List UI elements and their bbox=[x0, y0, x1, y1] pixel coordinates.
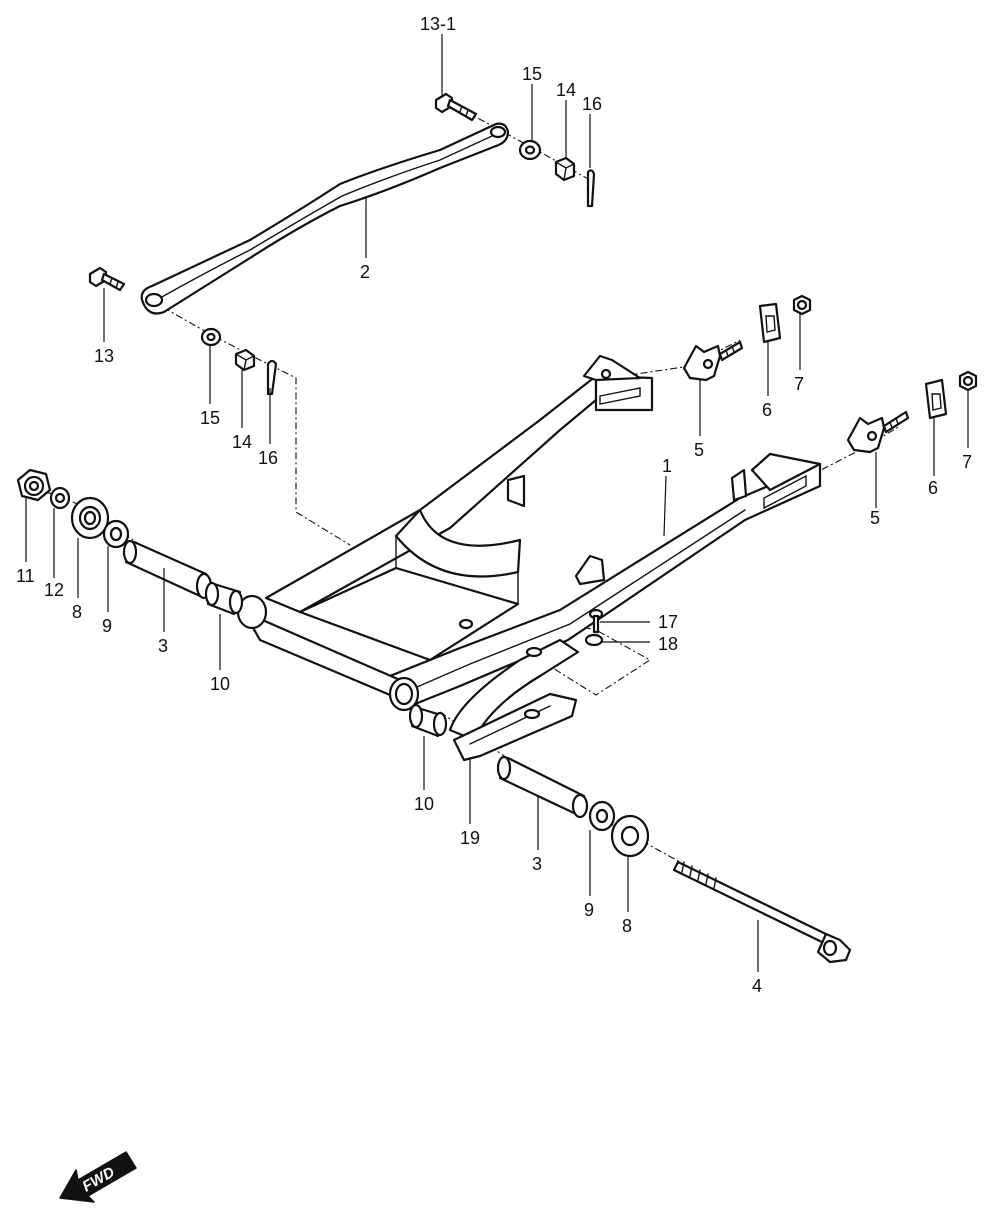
swingarm bbox=[236, 354, 822, 712]
callout-11: 11 bbox=[16, 566, 35, 586]
callout-2: 2 bbox=[360, 262, 370, 282]
dust-seal-8-left bbox=[70, 496, 110, 540]
nut-7-upper bbox=[792, 294, 812, 316]
callout-9-left: 9 bbox=[102, 616, 112, 636]
callout-4: 4 bbox=[752, 976, 762, 996]
callout-5-upper: 5 bbox=[694, 440, 704, 460]
callout-3-left: 3 bbox=[158, 636, 168, 656]
washer-9-left bbox=[102, 519, 130, 549]
pivot-bolt-4 bbox=[672, 860, 852, 964]
chain-adjuster-5-lower bbox=[846, 410, 910, 454]
washer-9-right bbox=[588, 800, 616, 832]
callout-13-1: 13-1 bbox=[420, 14, 456, 34]
callout-13: 13 bbox=[94, 346, 114, 366]
cotter-pin-16-lower bbox=[266, 359, 278, 396]
needle-bearing-10-left bbox=[204, 581, 244, 616]
callout-14-upper: 14 bbox=[556, 80, 576, 100]
fwd-direction-indicator: FWD bbox=[59, 1151, 137, 1203]
callout-16-lower: 16 bbox=[258, 448, 278, 468]
callout-7-lower: 7 bbox=[962, 452, 972, 472]
callout-5-lower: 5 bbox=[870, 508, 880, 528]
callout-14-lower: 14 bbox=[232, 432, 252, 452]
callout-3-right: 3 bbox=[532, 854, 542, 874]
torque-link bbox=[140, 122, 510, 315]
nut-7-lower bbox=[958, 370, 978, 392]
callout-6-upper: 6 bbox=[762, 400, 772, 420]
callout-12: 12 bbox=[44, 580, 64, 600]
chain-adjuster-5-upper bbox=[682, 340, 744, 382]
collar-3-right bbox=[496, 755, 589, 819]
cotter-pin-16-upper bbox=[586, 169, 596, 208]
arrow-left-down-icon bbox=[59, 1151, 137, 1203]
adjuster-plate-6-upper bbox=[758, 302, 782, 344]
washer-15-upper bbox=[518, 139, 542, 161]
callout-labels: 13-1 15 14 16 2 13 15 14 16 5 6 7 1 5 6 … bbox=[16, 14, 972, 996]
nut-11 bbox=[16, 468, 52, 502]
adjuster-plate-6-lower bbox=[924, 378, 948, 420]
callout-18: 18 bbox=[658, 634, 678, 654]
needle-bearing-10-right bbox=[408, 703, 448, 738]
bolt-13-1 bbox=[434, 92, 478, 122]
callout-15-upper: 15 bbox=[522, 64, 542, 84]
callout-9-right: 9 bbox=[584, 900, 594, 920]
screw-17 bbox=[588, 608, 604, 634]
callout-10-right: 10 bbox=[414, 794, 434, 814]
collar-3-left bbox=[122, 539, 213, 600]
callout-15-lower: 15 bbox=[200, 408, 220, 428]
washer-18 bbox=[584, 633, 604, 647]
callout-19: 19 bbox=[460, 828, 480, 848]
callout-8-left: 8 bbox=[72, 602, 82, 622]
callout-7-upper: 7 bbox=[794, 374, 804, 394]
callout-8-right: 8 bbox=[622, 916, 632, 936]
nut-14-upper bbox=[554, 156, 576, 182]
washer-15-lower bbox=[200, 327, 222, 347]
callout-16-upper: 16 bbox=[582, 94, 602, 114]
callout-10-left: 10 bbox=[210, 674, 230, 694]
chain-slider-19 bbox=[448, 638, 580, 762]
leader-lines bbox=[25, 34, 969, 972]
callout-6-lower: 6 bbox=[928, 478, 938, 498]
dust-seal-8-right bbox=[610, 814, 650, 858]
bolt-13 bbox=[88, 266, 126, 292]
callout-17: 17 bbox=[658, 612, 678, 632]
nut-14-lower bbox=[234, 348, 256, 372]
washer-12 bbox=[49, 486, 71, 510]
callout-1: 1 bbox=[662, 456, 672, 476]
